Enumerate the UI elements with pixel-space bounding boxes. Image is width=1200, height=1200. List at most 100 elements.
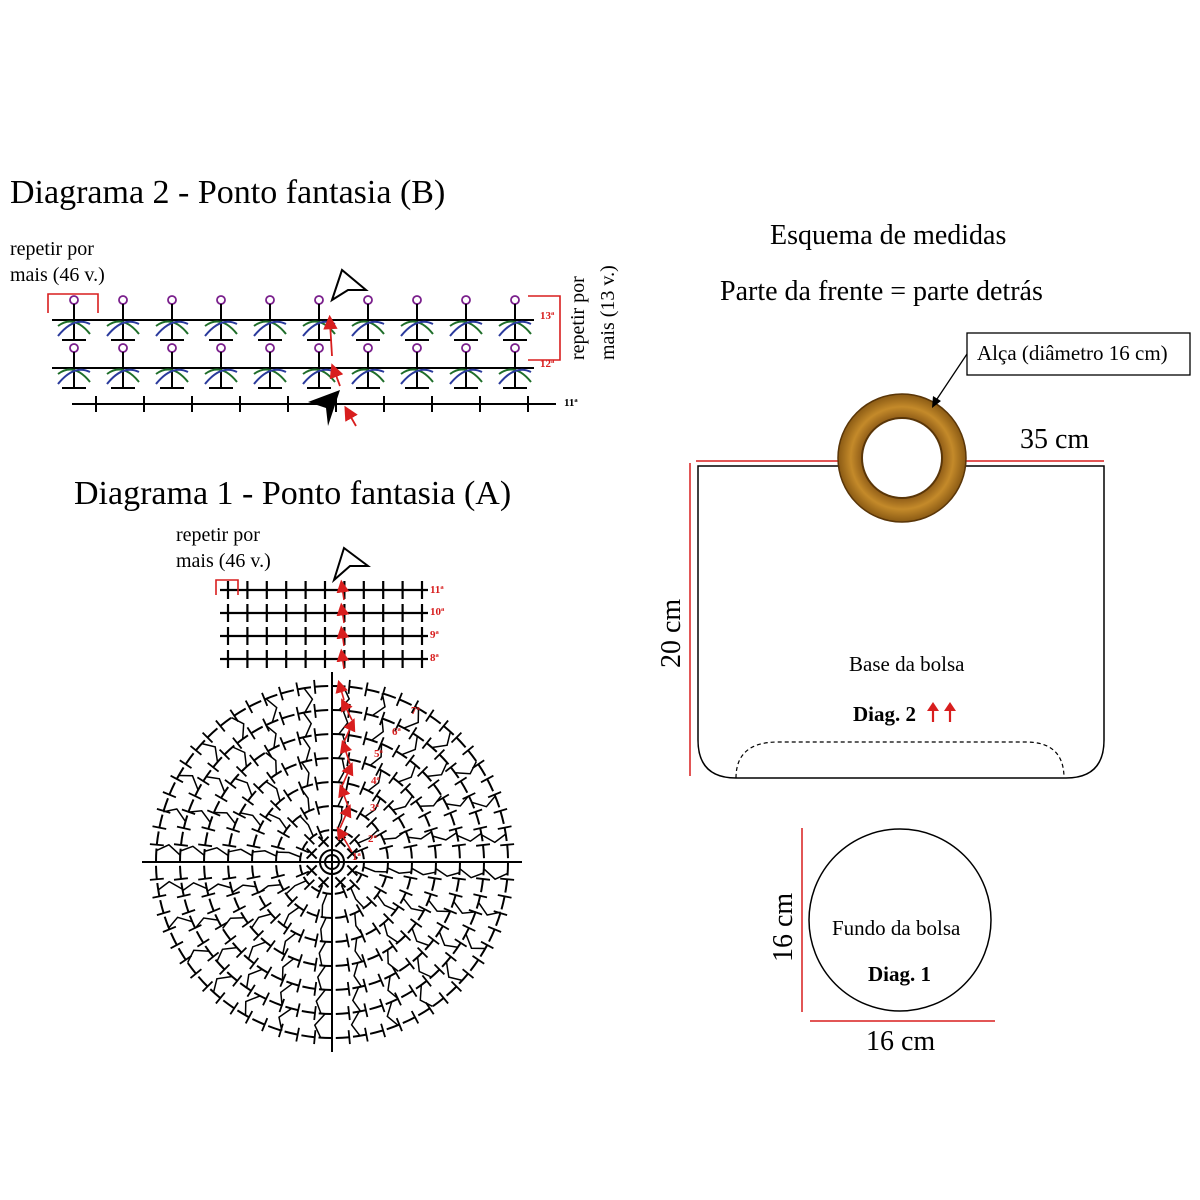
stitch-connector [186, 949, 210, 963]
stitch-connector [163, 808, 187, 823]
increase-mark [346, 864, 359, 877]
round-stitch-arc [369, 1004, 383, 1011]
single-crochet-mark [261, 692, 269, 707]
round-stitch-arc [236, 1009, 250, 1019]
stitch-connector [369, 743, 383, 766]
stitch-connector [435, 867, 460, 878]
stitch-loop [314, 295, 324, 305]
single-crochet-mark [282, 922, 293, 935]
round-stitch-arc [179, 848, 182, 863]
round-stitch-arc [363, 762, 377, 769]
round-stitch-arc [232, 817, 239, 831]
stitch-connector [403, 708, 420, 729]
single-crochet-mark [173, 877, 189, 881]
single-crochet-mark [188, 792, 202, 800]
diagram1-repeat-bracket [215, 579, 239, 595]
round-stitch-arc [335, 939, 348, 943]
round-stitch-arc [409, 846, 413, 859]
round-stitch-arc [385, 847, 389, 859]
round-stitch-arc [256, 964, 269, 974]
round-stitch-arc [486, 778, 495, 792]
single-crochet-mark [403, 875, 418, 880]
single-crochet-mark [373, 829, 388, 839]
stitch-loop [216, 343, 226, 353]
diagram1-round-chart [142, 672, 522, 1052]
round-stitch-arc [222, 999, 235, 1010]
round-stitch-arc [260, 937, 272, 947]
increase-mark [317, 835, 330, 848]
round-stitch-arc [175, 766, 185, 780]
stitch-connector [281, 958, 295, 981]
round-stitch-arc [433, 845, 437, 859]
single-crochet-mark [451, 843, 466, 848]
round-stitch-arc [450, 894, 457, 908]
single-crochet-mark [226, 891, 240, 898]
round-stitch-arc [197, 975, 209, 988]
round-stitch-arc [348, 734, 362, 739]
single-crochet-mark [454, 776, 468, 786]
round-stitch-arc [284, 1030, 298, 1036]
round-stitch-arc [331, 780, 345, 784]
single-crochet-mark [214, 793, 228, 803]
round-stitch-arc [352, 1033, 367, 1038]
single-crochet-mark [349, 833, 361, 845]
stitch-connector [231, 716, 245, 740]
single-crochet-mark [299, 903, 309, 918]
stitch-connector [367, 770, 382, 792]
single-crochet-mark [410, 700, 420, 714]
round-stitch-arc [222, 928, 232, 941]
round-stitch-arc [195, 930, 205, 944]
round-stitch-arc [417, 1007, 431, 1017]
round-stitch-arc [169, 932, 178, 946]
stitch-connector [180, 845, 205, 856]
single-crochet-mark [156, 910, 171, 916]
single-crochet-mark [252, 782, 265, 795]
stitch-connector [398, 764, 417, 783]
single-crochet-mark [493, 910, 508, 916]
single-crochet-mark [262, 992, 270, 1006]
round-stitch-arc [410, 861, 414, 875]
round-direction-arrow [339, 739, 353, 765]
single-crochet-mark [377, 736, 385, 751]
single-crochet-mark [218, 963, 231, 976]
single-crochet-mark [399, 827, 413, 835]
round-stitch-arc [347, 782, 360, 788]
stitch-connector [465, 933, 486, 950]
stitch-connector [321, 893, 328, 918]
schema-subtitle: Parte da frente = parte detrás [720, 276, 1043, 307]
stitch-connector [445, 961, 463, 982]
increase-mark [334, 876, 347, 889]
single-crochet-mark [316, 884, 324, 899]
single-crochet-mark [229, 709, 239, 722]
single-crochet-mark [229, 1002, 239, 1015]
diagram2-repeat-label: mais (46 v.) [10, 264, 105, 286]
single-crochet-mark [249, 754, 260, 767]
round-stitch-arc [457, 845, 461, 859]
row-direction-arrow [344, 405, 358, 427]
direction-up-arrows-icon [927, 702, 956, 722]
round-stitch-arc [331, 684, 346, 688]
single-crochet-mark [149, 843, 164, 847]
round-stitch-arc [156, 882, 161, 897]
stitch-connector [250, 913, 272, 929]
diagram1-repeat-label: mais (46 v.) [176, 550, 271, 572]
round-stitch-arc [475, 895, 482, 909]
single-crochet-mark [152, 894, 167, 899]
single-crochet-mark [224, 779, 237, 790]
stitch-connector [411, 928, 430, 947]
fancy-stitch-symbol [106, 295, 140, 341]
round-stitch-arc [423, 814, 431, 827]
single-crochet-mark [424, 891, 438, 898]
fancy-stitch-symbol [449, 295, 483, 341]
single-crochet-mark [263, 744, 273, 758]
round-stitch-arc [432, 997, 445, 1008]
single-crochet-mark [214, 921, 228, 931]
single-crochet-mark [373, 885, 388, 895]
single-crochet-mark [181, 808, 196, 815]
round-stitch-arc [315, 733, 329, 737]
stitch-loop [69, 343, 79, 353]
stitch-connector [456, 832, 482, 843]
stitch-connector [280, 983, 293, 1006]
round-stitch-arc [335, 1012, 350, 1015]
single-crochet-mark [232, 737, 243, 750]
